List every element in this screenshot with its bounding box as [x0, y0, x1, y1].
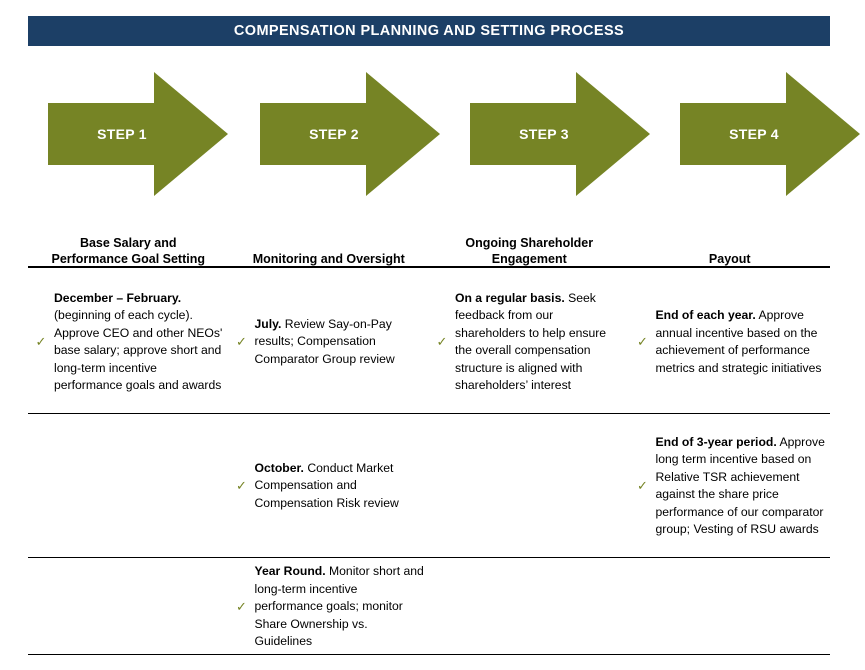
table-row: ✓ Year Round. Monitor short and long-ter…: [28, 560, 830, 654]
cell-r1c3-lead: On a regular basis.: [455, 290, 565, 305]
table-row: ✓ December – February. (beginning of eac…: [28, 272, 830, 412]
step-arrow-4[interactable]: STEP 4: [680, 72, 860, 196]
table-row: ✓ October. Conduct Market Compensation a…: [28, 416, 830, 556]
process-steps-arrows: STEP 1 STEP 2 STEP 3 STEP 4: [0, 72, 865, 196]
cell-r1c2-lead: July.: [254, 316, 282, 331]
cell-r3c2-text: Year Round. Monitor short and long-term …: [255, 563, 426, 651]
cell-r2c2-text: October. Conduct Market Compensation and…: [255, 460, 426, 513]
cell-r1c1-body: (beginning of each cycle). Approve CEO a…: [54, 308, 223, 392]
cell-r3c2: ✓ Year Round. Monitor short and long-ter…: [229, 560, 430, 654]
cell-r1c3: ✓ On a regular basis. Seek feedback from…: [429, 272, 630, 412]
step-arrow-1[interactable]: STEP 1: [48, 72, 228, 196]
page-title: COMPENSATION PLANNING AND SETTING PROCES…: [233, 23, 625, 39]
cell-r1c4-body: Approve annual incentive based on the ac…: [655, 308, 822, 375]
cell-r1c1-text: December – February. (beginning of each …: [54, 290, 225, 395]
page-title-bar: COMPENSATION PLANNING AND SETTING PROCES…: [28, 16, 830, 46]
checkmark-icon: ✓: [35, 334, 47, 350]
column-header-3-line1: Ongoing Shareholder: [465, 236, 594, 250]
column-header-3: Ongoing Shareholder Engagement: [429, 225, 630, 267]
cell-r3c2-body: Monitor short and long-term incentive pe…: [254, 564, 424, 649]
cell-r2c4: ✓ End of 3-year period. Approve long ter…: [630, 416, 831, 556]
cell-r1c3-text: On a regular basis. Seek feedback from o…: [455, 290, 626, 395]
column-header-4: Payout: [630, 225, 831, 267]
cell-r1c2: ✓ July. Review Say-on-Pay results; Compe…: [229, 272, 430, 412]
row-1-divider: [28, 413, 830, 414]
column-headers: Base Salary and Performance Goal Setting…: [28, 225, 830, 267]
step-arrow-2[interactable]: STEP 2: [260, 72, 440, 196]
checkmark-icon: ✓: [236, 478, 247, 494]
column-header-1: Base Salary and Performance Goal Setting: [28, 225, 229, 267]
cell-r3c2-lead: Year Round.: [254, 564, 326, 579]
column-header-4-line2: Payout: [708, 252, 751, 266]
checkmark-icon: ✓: [637, 478, 648, 494]
cell-r2c4-text: End of 3-year period. Approve long term …: [656, 434, 827, 539]
cell-r2c4-body: Approve long term incentive based on Rel…: [655, 434, 825, 537]
cell-r2c2: ✓ October. Conduct Market Compensation a…: [229, 416, 430, 556]
step-arrow-3[interactable]: STEP 3: [470, 72, 650, 196]
cell-r2c2-body: Conduct Market Compensation and Compensa…: [254, 460, 399, 510]
cell-r1c2-text: July. Review Say-on-Pay results; Compens…: [255, 316, 426, 369]
row-2-divider: [28, 557, 830, 558]
cell-r1c4-lead: End of each year.: [655, 308, 756, 322]
cell-r1c4: ✓ End of each year. Approve annual incen…: [630, 272, 831, 412]
cell-r1c2-body: Review Say-on-Pay results; Compensation …: [254, 316, 395, 366]
column-header-1-line2: Performance Goal Setting: [51, 252, 205, 266]
cell-r1c1-lead: December – February.: [54, 290, 182, 305]
checkmark-icon: ✓: [236, 334, 247, 350]
checkmark-icon: ✓: [637, 334, 648, 350]
table-bottom-divider: [28, 654, 830, 655]
checkmark-icon: ✓: [436, 334, 448, 350]
column-header-2: Monitoring and Oversight: [229, 225, 430, 267]
column-header-3-line2: Engagement: [491, 252, 567, 266]
cell-r1c4-text: End of each year. Approve annual incenti…: [656, 307, 827, 377]
header-divider: [28, 266, 830, 268]
column-header-2-line2: Monitoring and Oversight: [252, 252, 405, 266]
cell-r1c3-body: Seek feedback from our shareholders to h…: [455, 290, 607, 393]
column-header-1-line1: Base Salary and: [79, 236, 177, 250]
checkmark-icon: ✓: [236, 599, 247, 615]
cell-r2c2-lead: October.: [254, 460, 304, 475]
cell-r1c1: ✓ December – February. (beginning of eac…: [28, 272, 229, 412]
cell-r2c4-lead: End of 3-year period.: [655, 434, 777, 449]
